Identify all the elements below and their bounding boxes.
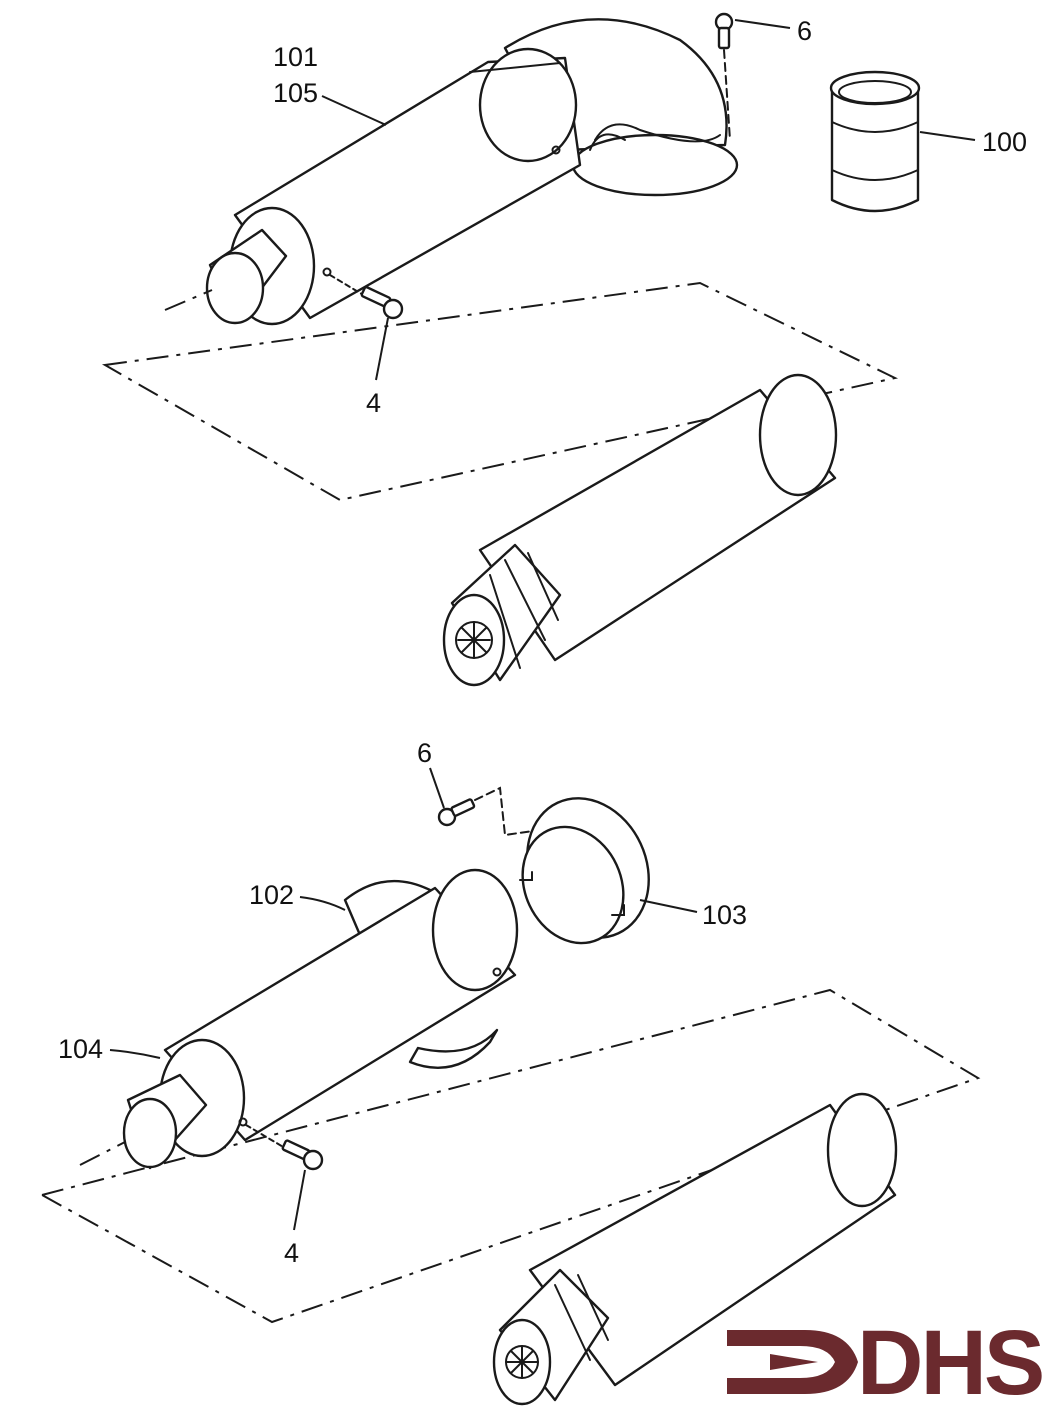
hook-arrow-icon bbox=[727, 1330, 858, 1394]
leader-104 bbox=[109, 1049, 161, 1059]
leader-103 bbox=[639, 899, 698, 913]
terminal-grille-top bbox=[442, 373, 838, 687]
screw-4-top bbox=[329, 274, 404, 320]
callout-100: 100 bbox=[982, 127, 1027, 157]
leader-100 bbox=[919, 131, 976, 141]
center-axis-line-bottom bbox=[79, 1141, 126, 1166]
bottom-assembly: 6 102 103 104 4 bbox=[39, 738, 981, 1406]
terminal-grille-bottom bbox=[492, 1092, 898, 1406]
pipe-104-assembly bbox=[122, 868, 519, 1170]
leader-6-bottom bbox=[429, 767, 445, 809]
flange-103 bbox=[519, 797, 650, 945]
callout-4-top: 4 bbox=[366, 388, 381, 418]
screw-6-top bbox=[714, 12, 734, 141]
dhs-logo: DHS bbox=[727, 1312, 1045, 1414]
top-assembly: 101 105 6 100 4 bbox=[101, 12, 1027, 687]
callout-104: 104 bbox=[58, 1034, 103, 1064]
callout-6-bottom: 6 bbox=[417, 738, 432, 768]
callout-4-bottom: 4 bbox=[284, 1238, 299, 1268]
terminal-pipe-101-105 bbox=[205, 47, 582, 326]
coupler-100 bbox=[829, 70, 921, 213]
wall-outline-dashed bbox=[101, 281, 899, 502]
callout-103: 103 bbox=[702, 900, 747, 930]
leader-4-bottom bbox=[293, 1169, 306, 1231]
callout-101: 101 bbox=[273, 42, 318, 72]
wall-outline-dashed-bottom bbox=[39, 988, 981, 1324]
callout-6-top: 6 bbox=[797, 16, 812, 46]
center-axis-line bbox=[164, 289, 213, 311]
screw-6-bottom bbox=[437, 786, 541, 837]
screw-4-bottom bbox=[245, 1124, 324, 1171]
logo-text: DHS bbox=[857, 1312, 1042, 1414]
callout-105: 105 bbox=[273, 78, 318, 108]
leader-6-top bbox=[734, 19, 791, 29]
callout-102: 102 bbox=[249, 880, 294, 910]
leader-102 bbox=[299, 896, 346, 911]
leader-4-top bbox=[375, 317, 389, 381]
leader-105 bbox=[321, 95, 387, 126]
